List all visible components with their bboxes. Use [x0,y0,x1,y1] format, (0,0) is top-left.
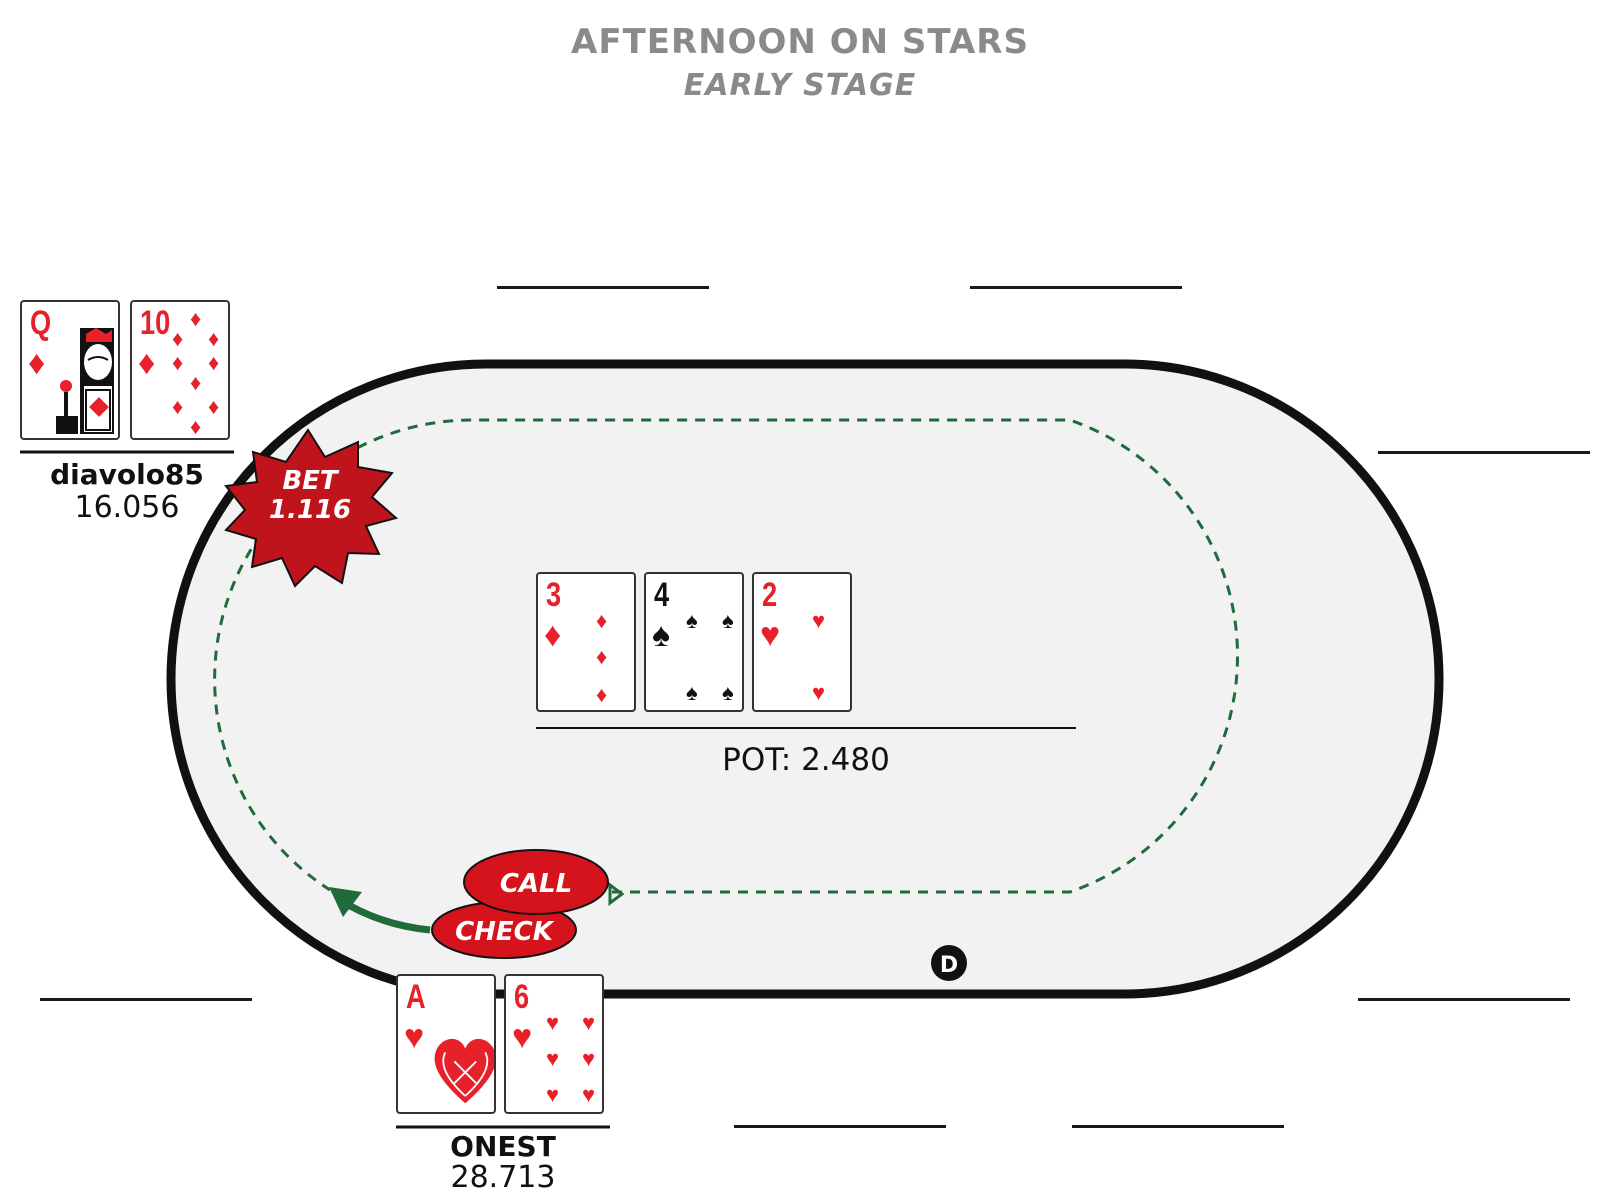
heart-icon: ♥ [546,1082,560,1107]
call-label: CALL [500,869,572,899]
card-rank: Q [30,304,52,342]
diamond-icon: ♦ [596,644,608,669]
action-path-left [213,519,331,892]
card-rank: 2 [762,576,778,614]
diamond-icon: ♦ [28,344,46,382]
player-name-diavolo85: diavolo85 [50,458,204,491]
empty-seat-4 [40,998,252,1001]
queen-portrait-icon [56,328,114,434]
card-rank: 3 [546,576,562,614]
player-stack-onest: 28.713 [450,1160,556,1195]
heart-icon: ♥ [546,1046,560,1071]
diamond-icon: ♦ [172,394,184,419]
spade-icon: ♠ [722,608,734,633]
heart-icon: ♥ [582,1082,596,1107]
board-card-four-spades: 4 ♠ ♠ ♠ ♠ ♠ [644,572,744,712]
empty-seat-6 [734,1125,946,1128]
playing-card-queen-diamonds: Q ♦ [20,300,120,440]
diamond-icon: ♦ [208,394,220,419]
spade-icon: ♠ [722,680,734,705]
diamond-icon: ♦ [544,616,562,654]
diamond-icon: ♦ [190,414,202,439]
playing-card-ace-hearts: A ♥ [396,974,496,1114]
empty-seat-1 [497,286,709,289]
heart-icon: ♥ [404,1018,425,1056]
diamond-icon: ♦ [190,370,202,395]
playing-card-ten-diamonds: 10 ♦ ♦ ♦ ♦ ♦ ♦ ♦ ♦ ♦ ♦ [130,300,230,440]
pot-amount: POT: 2.480 [722,742,890,778]
board-card-three-diamonds: 3 ♦ ♦ ♦ ♦ [536,572,636,712]
action-path [270,418,1239,894]
heart-icon: ♥ [760,616,781,654]
empty-seat-5 [1358,998,1570,1001]
spade-icon: ♠ [686,680,698,705]
card-rank: 4 [654,576,670,614]
board-card-two-hearts: 2 ♥ ♥ ♥ [752,572,852,712]
call-arrow-head [608,882,625,906]
bet-label: BET [282,466,340,496]
empty-seat-7 [1072,1125,1284,1128]
heart-icon: ♥ [812,680,826,705]
heart-icon: ♥ [546,1010,560,1035]
heart-icon: ♥ [582,1046,596,1071]
card-rank: 6 [514,978,530,1016]
heart-icon: ♥ [582,1010,596,1035]
card-rank: 10 [140,304,171,342]
heart-icon: ♥ [512,1018,533,1056]
diamond-icon: ♦ [172,326,184,351]
spade-icon: ♠ [652,616,671,654]
player-stack-diavolo85: 16.056 [74,490,180,525]
diamond-icon: ♦ [138,344,156,382]
ornate-heart-icon [434,1038,494,1104]
playing-card-six-hearts: 6 ♥ ♥ ♥ ♥ ♥ ♥ ♥ [504,974,604,1114]
page-title: AFTERNOON ON STARS [571,22,1029,62]
bet-burst: BET 1.116 [224,428,399,588]
bet-amount: 1.116 [269,495,351,525]
diamond-icon: ♦ [596,682,608,707]
diamond-icon: ♦ [208,326,220,351]
call-bubble: CALL [463,849,609,915]
diamond-icon: ♦ [596,608,608,633]
empty-seat-3 [1378,451,1590,454]
check-label: CHECK [455,917,555,947]
diamond-icon: ♦ [190,306,202,331]
player-name-onest: ONEST [450,1130,556,1163]
diamond-icon: ♦ [208,350,220,375]
empty-seat-2 [970,286,1182,289]
dealer-button: D [931,945,967,981]
page-subtitle: EARLY STAGE [683,68,917,103]
action-arrow-head [329,887,362,917]
diamond-icon: ♦ [172,350,184,375]
card-rank: A [406,978,426,1016]
spade-icon: ♠ [686,608,698,633]
check-bubble: CHECK [431,901,577,959]
dealer-label: D [940,953,958,978]
heart-icon: ♥ [812,608,826,633]
